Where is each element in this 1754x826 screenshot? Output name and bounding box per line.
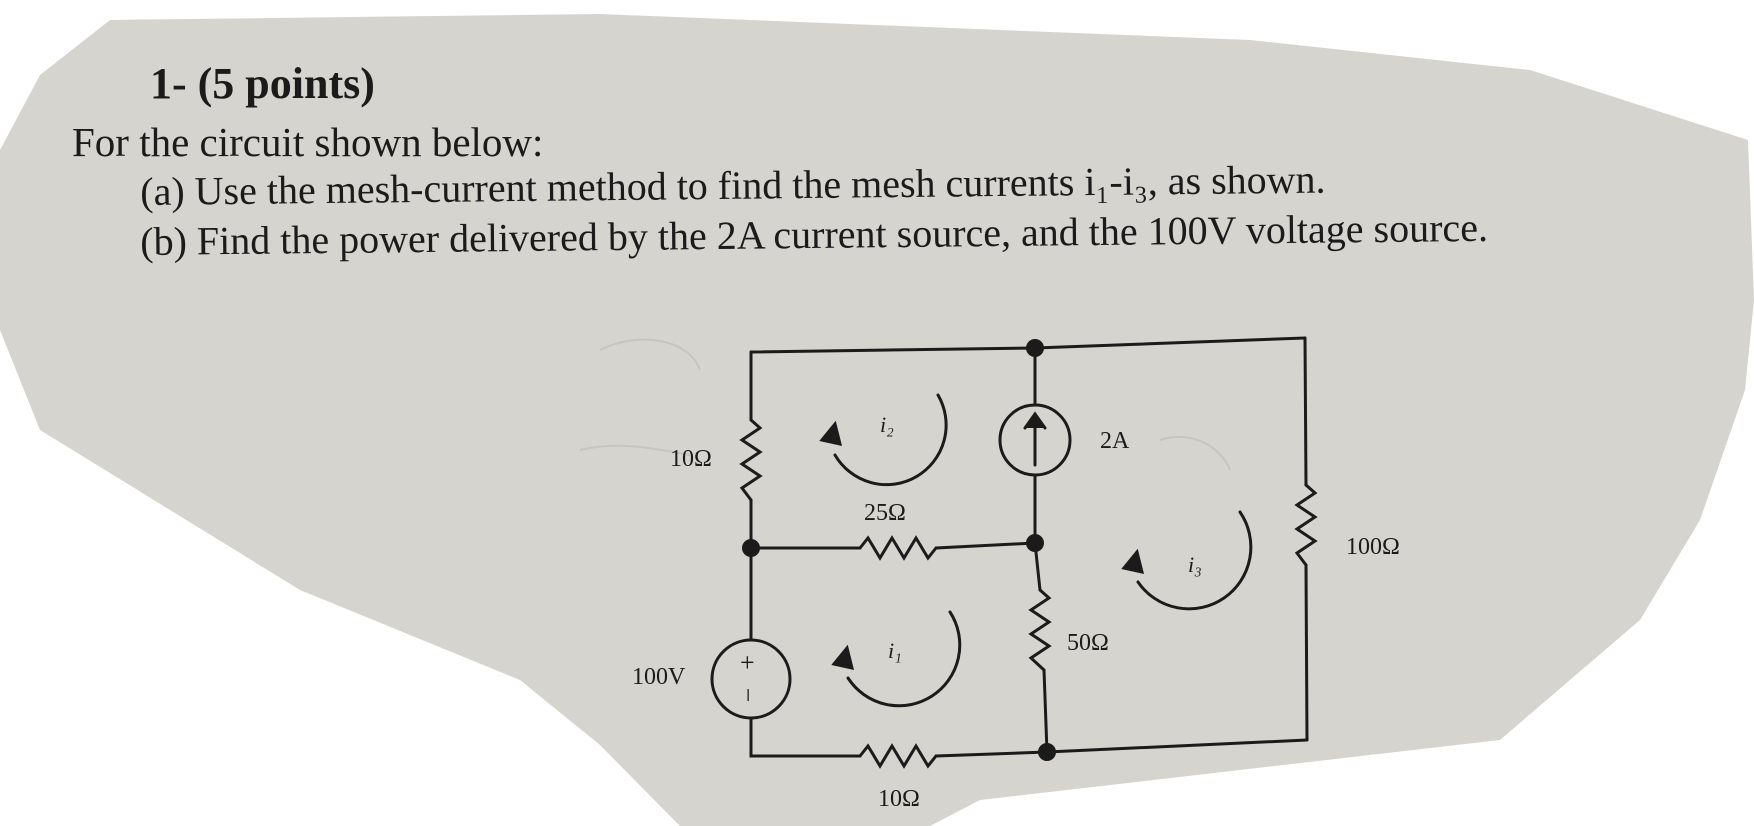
resistor-25 bbox=[858, 535, 938, 561]
mesh-label-i2: i₂ bbox=[880, 412, 894, 437]
mesh-arrowhead-i1 bbox=[831, 644, 855, 670]
problem-title: 1- (5 points) bbox=[150, 59, 375, 108]
label-current-source: 2A bbox=[1100, 428, 1130, 454]
right-wire-lower bbox=[1304, 563, 1309, 742]
junction-left bbox=[742, 539, 760, 557]
pencil-marks bbox=[579, 338, 1231, 471]
bottom-wire-right bbox=[1045, 738, 1309, 754]
mesh-arrow-i3 bbox=[1136, 510, 1253, 611]
problem-intro: For the circuit shown below: bbox=[72, 119, 544, 165]
resistor-10-top bbox=[739, 418, 763, 502]
resistor-100 bbox=[1294, 483, 1318, 567]
junction-top bbox=[1026, 339, 1044, 357]
voltage-plus-sign: + bbox=[740, 648, 755, 677]
junction-dots bbox=[742, 339, 1056, 761]
right-wire bbox=[1303, 336, 1308, 487]
wire-center-bottom bbox=[1042, 668, 1049, 754]
label-r-bottom: 10Ω bbox=[878, 786, 920, 812]
wire-bottom-mid bbox=[934, 750, 1049, 758]
mesh-arrowhead-i3 bbox=[1121, 548, 1145, 574]
junction-center bbox=[1026, 534, 1044, 552]
mesh-arrow-i2 bbox=[833, 393, 948, 487]
label-r-middle: 25Ω bbox=[864, 500, 906, 526]
voltage-source-circle bbox=[710, 638, 792, 720]
wire-25-right bbox=[934, 541, 1037, 550]
label-voltage-source: 100V bbox=[632, 664, 686, 690]
paper-background bbox=[0, 14, 1754, 826]
resistor-50 bbox=[1028, 588, 1052, 672]
label-r-center: 50Ω bbox=[1067, 630, 1109, 656]
voltage-minus-sign: − bbox=[733, 687, 763, 703]
mesh-label-i3: i₃ bbox=[1188, 552, 1202, 577]
current-source-arrowhead bbox=[1023, 411, 1047, 430]
label-r-top-left: 10Ω bbox=[670, 446, 712, 472]
current-source-circle bbox=[998, 403, 1072, 477]
mesh-arrowhead-i2 bbox=[819, 420, 843, 446]
mesh-arrow-i1 bbox=[846, 610, 962, 708]
label-r-right: 100Ω bbox=[1346, 534, 1400, 560]
junction-bottom bbox=[1038, 743, 1056, 761]
resistor-10-bottom bbox=[858, 743, 938, 769]
mesh-label-i1: i₁ bbox=[888, 638, 902, 663]
left-wire-bottom bbox=[749, 716, 862, 758]
